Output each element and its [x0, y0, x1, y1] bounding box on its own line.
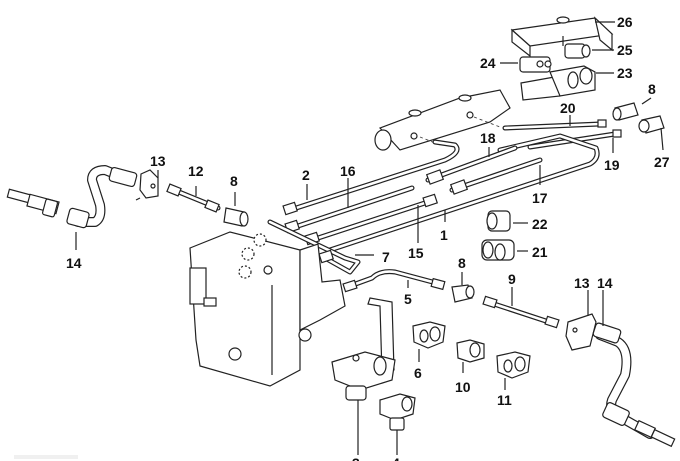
label-20[interactable]: 20 — [560, 100, 576, 116]
part-8-union-nut-center[interactable] — [451, 284, 475, 303]
part-13-hose-bracket-right[interactable] — [565, 313, 597, 351]
label-19[interactable]: 19 — [604, 157, 620, 173]
part-13-hose-bracket-left[interactable] — [135, 169, 159, 201]
part-11-pipe-clip[interactable] — [496, 351, 531, 379]
part-20-brake-pipe[interactable] — [502, 119, 607, 131]
label-18[interactable]: 18 — [480, 130, 496, 146]
label-14a[interactable]: 14 — [66, 255, 82, 271]
leader-8a — [641, 97, 652, 105]
label-25[interactable]: 25 — [617, 42, 633, 58]
part-27-union-nut[interactable] — [638, 115, 665, 134]
label-1[interactable]: 1 — [440, 227, 448, 243]
master-cylinder — [374, 89, 511, 151]
label-22[interactable]: 22 — [532, 216, 548, 232]
part-5-brake-pipe[interactable] — [342, 269, 446, 293]
part-7-brake-pipe[interactable] — [267, 219, 361, 275]
part-10-pipe-clip[interactable] — [456, 339, 485, 363]
part-18-brake-pipe[interactable] — [425, 145, 518, 185]
part-14-brake-hose-right[interactable] — [592, 322, 676, 448]
label-8c[interactable]: 8 — [458, 255, 466, 271]
abs-hydraulic-unit — [189, 231, 346, 387]
label-15[interactable]: 15 — [408, 245, 424, 261]
label-24[interactable]: 24 — [480, 55, 496, 71]
label-17[interactable]: 17 — [532, 190, 548, 206]
label-4[interactable]: 4 — [392, 455, 400, 461]
part-8-union-nut-left[interactable] — [223, 207, 249, 227]
label-14b[interactable]: 14 — [597, 275, 613, 291]
part-9-brake-pipe[interactable] — [482, 295, 560, 329]
part-6-pipe-clip[interactable] — [412, 321, 446, 349]
part-1-brake-pipe[interactable] — [327, 133, 600, 253]
part-3-mounting-bracket[interactable] — [331, 297, 396, 401]
label-23[interactable]: 23 — [617, 65, 633, 81]
part-26-holder-cover[interactable] — [510, 16, 614, 58]
part-12-brake-pipe[interactable] — [166, 183, 221, 213]
part-17-brake-pipe[interactable] — [449, 157, 543, 195]
part-25-pipe-clip[interactable] — [564, 43, 591, 59]
part-2-brake-pipe[interactable] — [282, 139, 460, 216]
label-27[interactable]: 27 — [654, 154, 670, 170]
label-3[interactable]: 3 — [352, 455, 360, 461]
label-9[interactable]: 9 — [508, 271, 516, 287]
label-11[interactable]: 11 — [497, 392, 512, 408]
label-12[interactable]: 12 — [188, 163, 204, 179]
label-8b[interactable]: 8 — [230, 173, 238, 189]
label-2[interactable]: 2 — [302, 167, 310, 183]
label-21[interactable]: 21 — [532, 244, 548, 260]
label-8a[interactable]: 8 — [648, 81, 656, 97]
part-4-pipe-clip-with-stud[interactable] — [379, 393, 416, 431]
label-6[interactable]: 6 — [414, 365, 422, 381]
label-13a[interactable]: 13 — [150, 153, 166, 169]
part-23-pipe-holder[interactable] — [520, 65, 596, 101]
part-22-pipe-clip[interactable] — [486, 210, 511, 232]
label-13b[interactable]: 13 — [574, 275, 590, 291]
part-21-double-pipe-clip[interactable] — [481, 239, 515, 261]
leader-27 — [660, 127, 664, 151]
label-16[interactable]: 16 — [340, 163, 356, 179]
part-24-pipe-clip[interactable] — [519, 56, 552, 73]
label-26[interactable]: 26 — [617, 14, 633, 30]
label-7[interactable]: 7 — [382, 249, 390, 265]
watermark — [14, 455, 78, 459]
part-14-brake-hose-left[interactable] — [6, 165, 138, 229]
part-8-union-nut-top[interactable] — [612, 102, 639, 121]
label-10[interactable]: 10 — [455, 379, 471, 395]
label-5[interactable]: 5 — [404, 291, 412, 307]
